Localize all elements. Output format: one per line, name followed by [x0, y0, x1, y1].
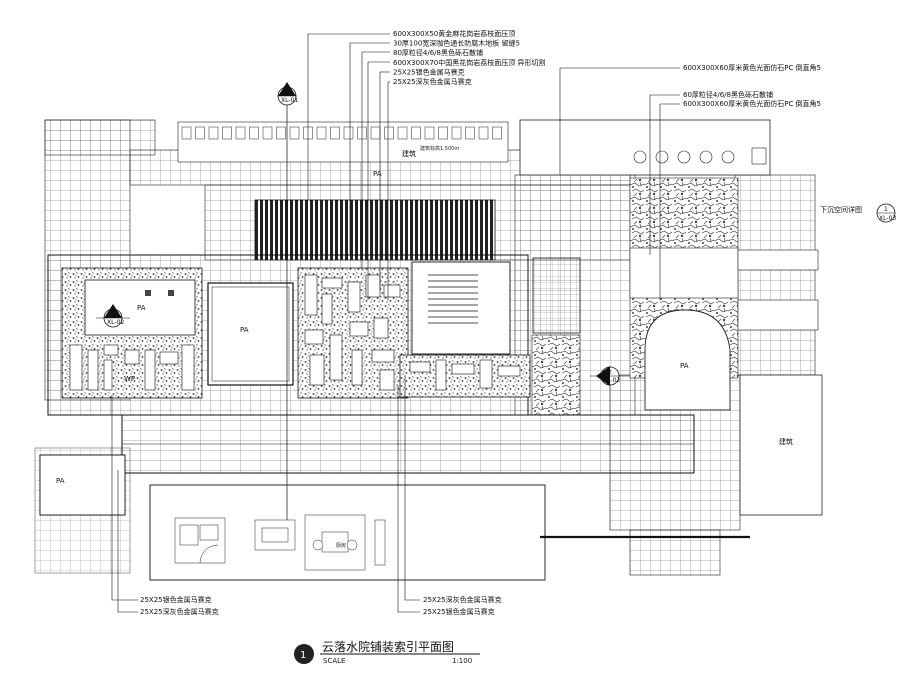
callout-top-5: 25X25银色金属马赛克 — [393, 67, 465, 76]
pergola-cell — [438, 126, 448, 140]
pergola-cell — [222, 126, 232, 140]
site-paving-top-left — [44, 119, 156, 156]
label-building-right: 建筑 — [779, 437, 793, 446]
pergola-cell — [316, 126, 327, 140]
svg-text:XL-02: XL-02 — [603, 377, 620, 384]
pool-left — [84, 279, 196, 336]
callouts-right: 600X300X60厚米黄色光面仿石PC 倒直角560厚粒径4/6/8黑色砾石散… — [683, 63, 821, 108]
pool-center — [207, 282, 294, 386]
wp-label: WP — [124, 375, 135, 383]
pc-tile-blocks — [629, 247, 819, 331]
fountain-jet-2 — [168, 290, 174, 296]
pergola-cell — [343, 126, 354, 140]
round-tables — [633, 147, 767, 165]
callout-top-2: 30厚100宽深咖色通长防腐木地板 留缝5 — [393, 39, 520, 48]
pergola-cell — [208, 126, 219, 140]
fountain-jet-1 — [145, 290, 151, 296]
svg-text:XL-02: XL-02 — [107, 319, 124, 326]
leader-lines-top — [307, 33, 680, 300]
pergola-cell — [276, 126, 286, 140]
pool-right — [644, 309, 731, 411]
pergola-cell — [370, 126, 381, 140]
callouts-bottom-left: 25X25银色金属马赛克 25X25深灰色金属马赛克 — [140, 595, 219, 616]
stairs — [428, 274, 478, 324]
pergola-cell — [384, 126, 394, 140]
pergola-cell — [262, 126, 273, 140]
pergola-cell — [235, 126, 246, 140]
building-right-block — [739, 374, 823, 516]
callout-right-1: 600X300X60厚米黄色光面仿石PC 倒直角5 — [683, 63, 821, 72]
callout-bottom-left-1: 25X25银色金属马赛克 — [140, 595, 212, 604]
svg-text:2: 2 — [608, 369, 612, 376]
pergola-cell — [397, 126, 408, 140]
pergola-cell — [411, 126, 421, 140]
callout-right-3: 600X300X60厚米黄色光面仿石PC 倒直角5 — [683, 99, 821, 108]
drawing-title: 云落水院铺装索引平面图 — [322, 640, 454, 654]
scale-value: 1:100 — [452, 657, 472, 665]
pa-label-right-pool: PA — [680, 362, 689, 370]
pergola-cell — [289, 126, 300, 140]
pergola-cell — [478, 126, 489, 140]
section-marker-right: 1 XL-03 — [876, 203, 896, 223]
raised-grid-right — [532, 257, 581, 334]
svg-text:XL-01: XL-01 — [281, 97, 298, 104]
callout-bottom-mid-2: 25X25银色金属马赛克 — [423, 607, 495, 616]
label-small-note: 建筑标高1.500m — [420, 145, 459, 152]
callout-top-1: 600X300X50黄金麻花岗岩荔枝面压顶 — [393, 29, 515, 38]
maze-center-walls — [304, 274, 401, 391]
pergola-cell — [492, 126, 502, 140]
section-marker-mid: 2 XL-02 — [590, 366, 630, 386]
site-paving-far-right — [734, 174, 816, 376]
label-building-top: 建筑 — [402, 149, 416, 158]
pa-label-left-pool: PA — [137, 304, 146, 312]
pergola-cell — [249, 126, 259, 140]
drawing-number: 1 — [300, 650, 306, 661]
label-sunken-space: 下沉空间详图 — [820, 205, 862, 214]
maze-right-walls — [409, 359, 521, 391]
leader-lines-bottom — [111, 375, 420, 613]
callouts-bottom-mid: 25X25深灰色金属马赛克 25X25银色金属马赛克 — [423, 595, 502, 616]
svg-text:1: 1 — [111, 311, 115, 318]
bottom-interior — [174, 514, 386, 571]
pergola-cell — [181, 126, 192, 140]
callout-top-3: 80厚粒径4/6/8黑色砾石散铺 — [393, 48, 483, 57]
pa-label-center-pool: PA — [240, 326, 249, 334]
label-kitchen: 厨房 — [336, 542, 346, 549]
callout-top-4: 600X300X70中国黑花岗岩荔枝面压顶 异形切割 — [393, 58, 545, 67]
pergola-cell — [424, 126, 435, 140]
stair-block — [411, 261, 511, 355]
pergola-row — [177, 121, 509, 163]
pergola-cell — [195, 126, 205, 140]
callout-right-2: 60厚粒径4/6/8黑色砾石散铺 — [683, 90, 773, 99]
pa-label-lower-left: PA — [56, 477, 65, 485]
pergola-cell — [330, 126, 340, 140]
pergola-cell — [451, 126, 462, 140]
scale-label: SCALE — [323, 657, 345, 665]
building-top-block — [519, 119, 771, 176]
callout-bottom-mid-1: 25X25深灰色金属马赛克 — [423, 595, 502, 604]
section-marker-top: 1 XL-01 — [277, 82, 298, 520]
pergola-cell — [465, 126, 475, 140]
maze-left-walls — [69, 344, 195, 391]
title-block: 1 云落水院铺装索引平面图 SCALE 1:100 — [294, 640, 480, 665]
svg-text:1: 1 — [884, 206, 888, 213]
pa-label-top: PA — [373, 170, 382, 178]
section-marker-left: 1 XL-02 — [96, 304, 130, 328]
svg-text:XL-03: XL-03 — [879, 215, 896, 222]
callout-top-6: 25X25深灰色金属马赛克 — [393, 77, 472, 86]
wood-deck — [254, 199, 496, 261]
stone-band-mid — [531, 334, 581, 416]
callout-bottom-left-2: 25X25深灰色金属马赛克 — [140, 607, 219, 616]
svg-text:1: 1 — [285, 89, 289, 96]
